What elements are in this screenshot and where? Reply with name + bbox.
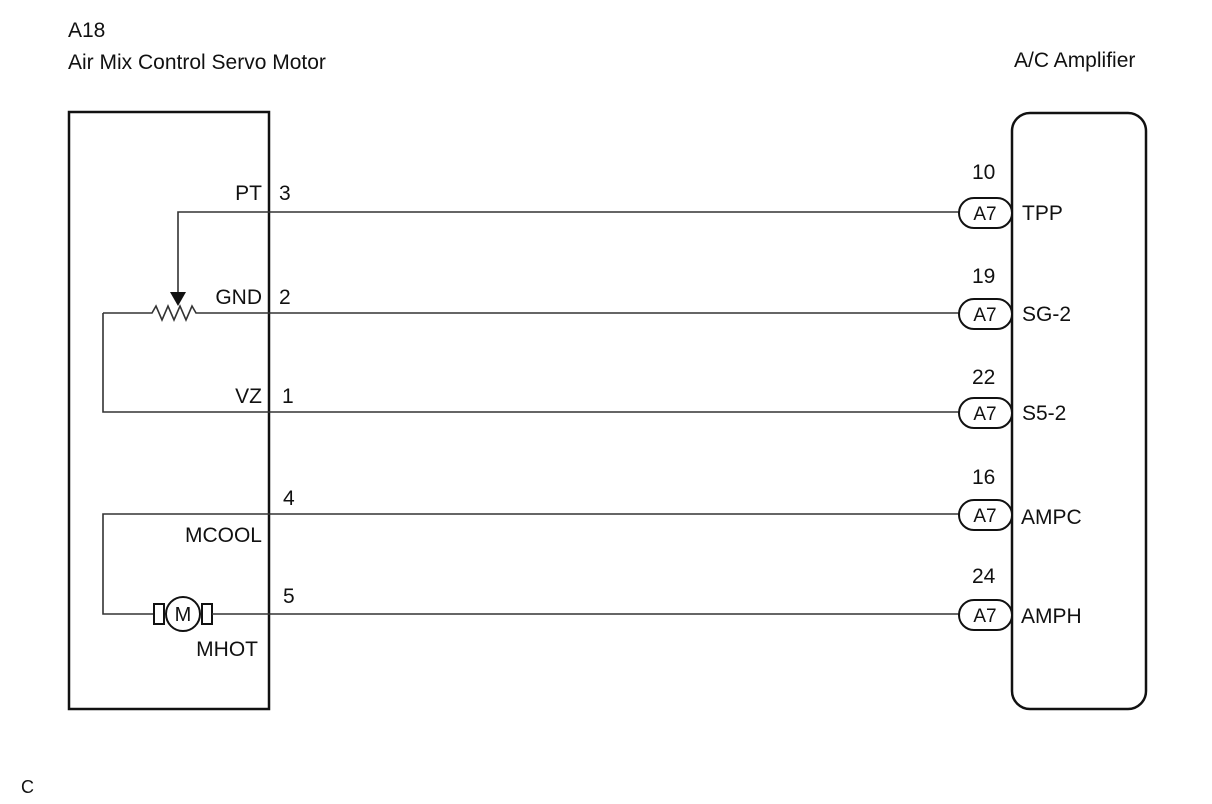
- amp-pin-16: 16: [972, 466, 996, 489]
- connector-a7-tpp: A7: [958, 197, 1013, 229]
- amp-signal-s52: S5-2: [1022, 402, 1067, 425]
- amp-signal-ampc: AMPC: [1021, 506, 1082, 529]
- connector-a7-s52: A7: [958, 397, 1013, 429]
- servo-signal-pt: PT: [235, 182, 262, 205]
- servo-pin-1: 1: [282, 385, 294, 408]
- connector-label: A7: [973, 305, 996, 326]
- servo-signal-gnd: GND: [215, 286, 262, 309]
- amp-signal-amph: AMPH: [1021, 605, 1082, 628]
- amp-signal-sg2: SG-2: [1022, 303, 1072, 326]
- connector-label: A7: [973, 404, 996, 425]
- servo-signal-vz: VZ: [235, 385, 262, 408]
- amp-signal-tpp: TPP: [1022, 202, 1063, 225]
- servo-signal-mhot: MHOT: [196, 638, 258, 661]
- motor-loop-wire: [102, 513, 269, 615]
- amp-pin-24: 24: [972, 565, 996, 588]
- amp-pin-22: 22: [972, 366, 996, 389]
- motor-symbol-text: M: [175, 604, 192, 626]
- servo-code: A18: [68, 19, 106, 42]
- connector-a7-sg2: A7: [958, 298, 1013, 330]
- amp-pin-10: 10: [972, 161, 996, 184]
- wiper-arrow-icon: [170, 292, 186, 306]
- potentiometer-icon: [103, 303, 269, 323]
- vz-loop-wire: [102, 313, 269, 413]
- servo-motor-box: [67, 110, 271, 711]
- connector-label: A7: [973, 204, 996, 225]
- servo-signal-mcool: MCOOL: [184, 524, 262, 547]
- servo-pin-3: 3: [279, 182, 291, 205]
- motor-icon: M: [153, 596, 269, 632]
- amplifier-title: A/C Amplifier: [1014, 49, 1136, 72]
- connector-a7-ampc: A7: [958, 499, 1013, 531]
- footer-code: C: [21, 777, 34, 797]
- amp-pin-19: 19: [972, 265, 996, 288]
- servo-pin-4: 4: [283, 487, 295, 510]
- connector-a7-amph: A7: [958, 599, 1013, 631]
- servo-title: Air Mix Control Servo Motor: [68, 51, 326, 74]
- connector-label: A7: [973, 606, 996, 627]
- connector-label: A7: [973, 506, 996, 527]
- servo-pin-2: 2: [279, 286, 291, 309]
- wiper-lead: [177, 211, 269, 292]
- servo-pin-5: 5: [283, 585, 295, 608]
